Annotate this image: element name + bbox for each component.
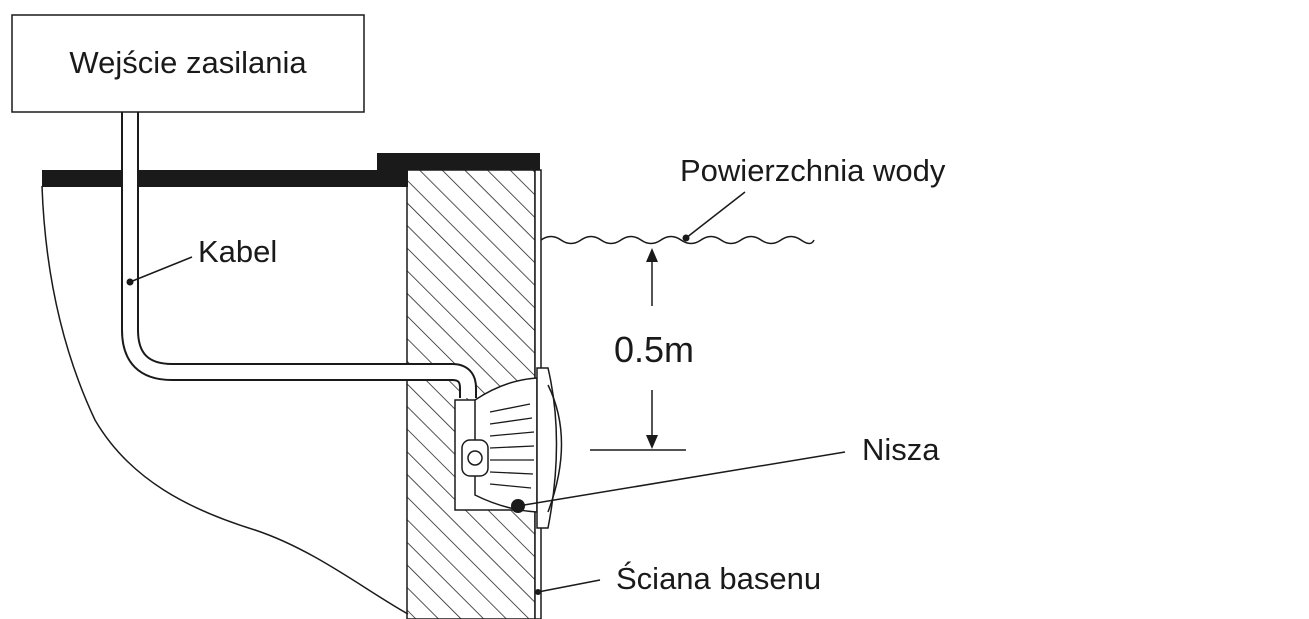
power-input-label: Wejście zasilania — [69, 45, 307, 80]
pool-wall-leader-dot — [535, 589, 541, 595]
power-input-box — [11, 14, 365, 113]
water-surface-leader-dot — [682, 234, 690, 242]
pool-wall-label: Ściana basenu — [616, 560, 821, 596]
deck-cap-wall — [377, 153, 540, 170]
light-fixture — [454, 367, 563, 529]
depth-arrow-down — [646, 435, 658, 449]
deck-cap-left — [42, 170, 408, 187]
water-surface-label: Powierzchnia wody — [680, 153, 946, 188]
cable-leader — [129, 256, 193, 283]
ground-outline — [41, 185, 409, 615]
water-surface-leader — [685, 191, 746, 239]
pool-wall-leader — [537, 579, 601, 593]
depth-label: 0.5m — [614, 329, 694, 370]
cable-conduit-inner — [123, 112, 475, 398]
water-surface-wave — [540, 235, 815, 245]
cable-leader-dot — [126, 278, 134, 286]
niche-leader-dot — [511, 499, 525, 513]
fixture-ribs — [489, 403, 535, 489]
niche-label: Nisza — [862, 432, 940, 467]
depth-arrow-up — [646, 248, 658, 262]
niche-leader — [517, 451, 846, 507]
cable-label: Kabel — [198, 234, 277, 269]
